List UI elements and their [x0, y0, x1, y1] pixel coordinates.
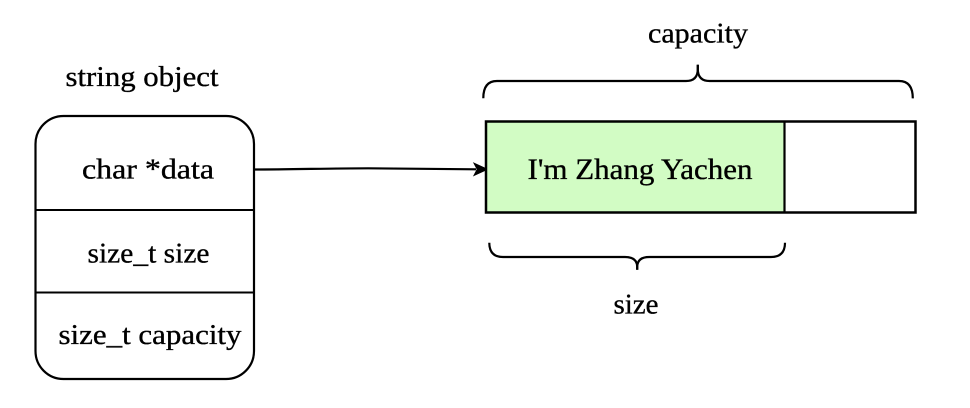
svg-text:size_t capacity: size_t capacity: [59, 319, 243, 351]
svg-text:size: size: [614, 289, 659, 321]
svg-text:I'm Zhang Yachen: I'm Zhang Yachen: [528, 153, 753, 186]
svg-text:capacity: capacity: [648, 18, 749, 50]
svg-text:char *data: char *data: [82, 154, 214, 186]
svg-text:string object: string object: [66, 61, 219, 93]
svg-text:size_t size: size_t size: [88, 238, 210, 270]
